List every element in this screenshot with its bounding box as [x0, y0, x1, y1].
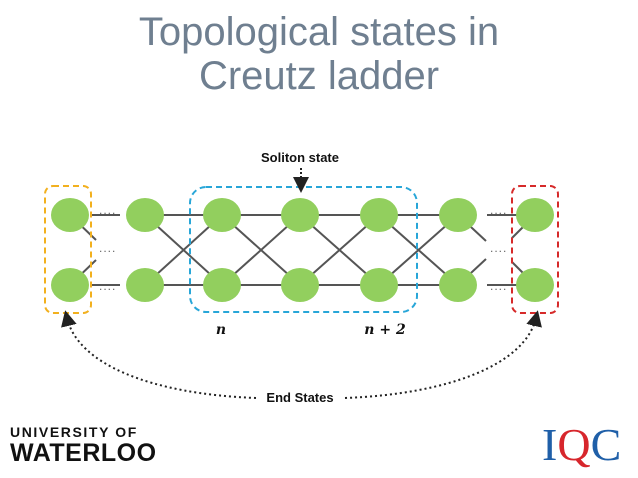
slide-title: Topological states in Creutz ladder: [0, 10, 638, 98]
site-node: [281, 268, 319, 302]
iqc-logo-c: C: [590, 419, 622, 470]
dots: ....: [490, 279, 507, 293]
university-of-waterloo-logo: UNIVERSITY OF WATERLOO: [10, 424, 157, 466]
soliton-state-label: Soliton state: [261, 150, 339, 165]
site-node: [281, 198, 319, 232]
slide-title-line2: Creutz ladder: [198, 54, 440, 98]
uw-logo-line1: UNIVERSITY OF: [10, 424, 138, 440]
end-state-arrow-left: [61, 310, 257, 399]
iqc-logo-i: I: [542, 419, 558, 470]
end-states-label: End States: [266, 390, 333, 405]
site-node: [203, 268, 241, 302]
site-node: [126, 268, 164, 302]
site-node: [51, 198, 89, 232]
site-node: [360, 268, 398, 302]
site-node: [51, 268, 89, 302]
dots: ....: [99, 279, 116, 293]
site-node: [439, 268, 477, 302]
dots: ....: [490, 241, 507, 255]
ellipsis-dots: .... .... .... .... .... ....: [99, 203, 507, 293]
dots: ....: [99, 241, 116, 255]
iqc-logo: IQC: [542, 420, 621, 470]
soliton-state-box: [189, 186, 418, 313]
site-node: [516, 198, 554, 232]
ladder-nodes: [51, 198, 554, 302]
uw-logo-line2: WATERLOO: [10, 439, 157, 467]
site-node: [439, 198, 477, 232]
site-node: [360, 198, 398, 232]
site-label-n: n: [216, 322, 226, 338]
dots: ....: [99, 203, 116, 217]
slide-title-line1: Topological states in: [138, 10, 500, 54]
site-node: [203, 198, 241, 232]
end-state-arrow-right: [344, 310, 542, 399]
iqc-logo-q: Q: [557, 419, 591, 470]
site-node: [126, 198, 164, 232]
site-label-n-plus-2: n + 2: [364, 322, 406, 338]
dots: ....: [490, 203, 507, 217]
site-node: [516, 268, 554, 302]
